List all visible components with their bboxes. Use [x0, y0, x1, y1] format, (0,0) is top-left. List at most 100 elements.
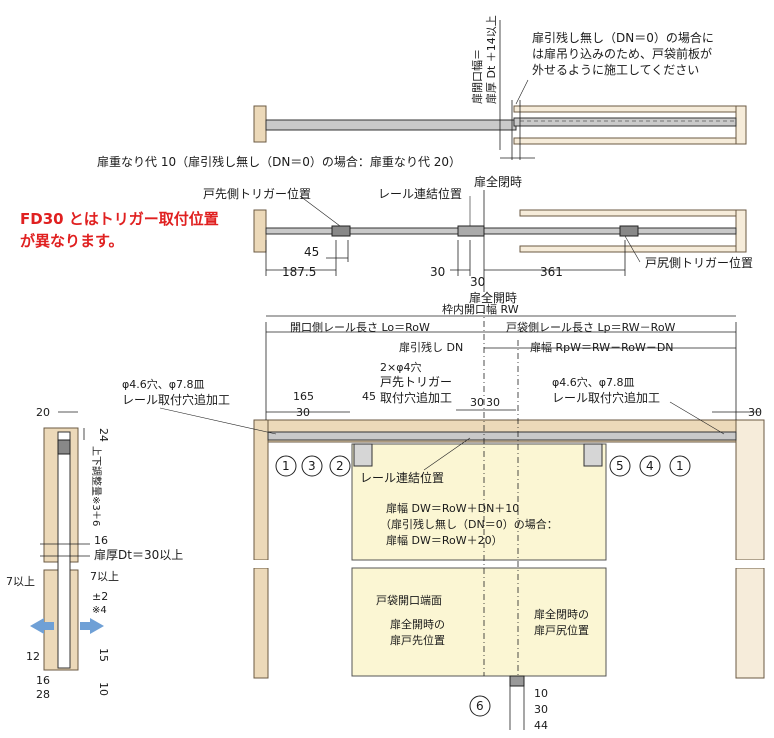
side-24: 24 — [97, 428, 110, 442]
dim-30-front: 30 — [296, 406, 310, 419]
callout-6 — [469, 695, 491, 717]
mid-pocket-back — [519, 245, 745, 253]
leader-hole-left — [159, 407, 277, 435]
dim-165: 165 — [293, 390, 314, 403]
door-formula-1: 扉幅 DW＝RoW＋DN＋10 — [386, 502, 519, 515]
side-16b: 16 — [36, 674, 50, 687]
side-10: 10 — [97, 682, 110, 696]
mid-joint — [457, 225, 485, 237]
trigger-note-1: 2×φ4穴 — [380, 360, 421, 374]
trigger-note-3: 取付穴追加工 — [380, 390, 452, 405]
label-pocket-rail: 戸袋側レール長さ Lp＝RW－RoW — [506, 320, 676, 334]
leader-hole-right — [669, 401, 725, 435]
side-20: 20 — [36, 406, 50, 419]
label-rail-joint: レール連結位置 — [378, 186, 462, 201]
callout-1-right-text: 1 — [676, 459, 684, 473]
arrow-right-shaft — [80, 622, 90, 630]
dim-bottom-10: 10 — [534, 687, 548, 700]
label-frame-width: 枠内開口幅 RW — [442, 302, 519, 316]
dim-30-b: 30 — [470, 275, 485, 289]
door-formula-2: （扉引残し無し（DN＝0）の場合： — [380, 517, 558, 531]
hole-right-2: レール取付穴追加工 — [552, 390, 660, 405]
leader-joint — [423, 437, 471, 471]
mid-rail — [265, 227, 737, 235]
right-pocket-upper — [735, 419, 765, 561]
dim-bottom-44: 44 — [534, 719, 548, 732]
top-note-line-3: 外せるように施工してください — [532, 63, 699, 77]
label-rail-joint-front: レール連結位置 — [360, 470, 444, 485]
front-open-2: 扉戸先位置 — [390, 633, 445, 647]
dim-361: 361 — [540, 265, 563, 279]
dim-45-front: 45 — [362, 390, 376, 403]
dim-30-left: 30 — [470, 396, 484, 409]
callout-4-text: 4 — [646, 459, 654, 473]
label-pocket-end: 戸袋開口端面 — [376, 593, 442, 607]
label-fully-closed: 扉全閉時 — [474, 174, 522, 189]
door-upper — [351, 443, 607, 561]
front-open-1: 扉全開時の — [390, 617, 445, 631]
door-formula-3: 扉幅 DW＝RoW＋20） — [386, 534, 503, 547]
callout-4 — [639, 455, 661, 477]
label-open-rail: 開口側レール長さ Lo＝RoW — [290, 321, 430, 334]
arrow-left-icon — [30, 618, 44, 634]
roller-right — [583, 443, 603, 467]
mid-left-jamb — [253, 209, 267, 253]
callout-5 — [609, 455, 631, 477]
dim-bottom-30: 30 — [534, 703, 548, 716]
mid-trigger-front — [331, 225, 351, 237]
dim-30-a: 30 — [430, 265, 445, 279]
callout-1-left — [275, 455, 297, 477]
top-left-jamb — [253, 105, 267, 143]
callout-3-text: 3 — [308, 459, 316, 473]
top-door-left — [265, 119, 517, 131]
side-12: 12 — [26, 650, 40, 663]
mid-trigger-rear — [619, 225, 639, 237]
roller-left — [353, 443, 373, 467]
side-pm2: ±2 — [92, 590, 108, 603]
vertical-label-b: 扉厚 Dt ＋14以上 — [485, 15, 498, 104]
top-note-leader — [515, 79, 529, 105]
callout-2 — [329, 455, 351, 477]
overlap-label: 扉重なり代 10（扉引残し無し（DN＝0）の場合：扉重なり代 20） — [97, 154, 461, 169]
label-door-width: 扉幅 RpW＝RW－RoW－DN — [530, 341, 674, 354]
top-plan-view: 扉開口幅＝ 扉厚 Dt ＋14以上 扉引残し無し（DN＝0）の場合に は扉吊り込… — [97, 15, 747, 169]
side-adjust: 上下調整量※3 — [90, 446, 103, 511]
floor-guide — [509, 675, 525, 687]
callout-1-left-text: 1 — [282, 459, 290, 473]
callout-3 — [301, 455, 323, 477]
left-post-upper — [253, 419, 269, 561]
dim-30-end: 30 — [748, 406, 762, 419]
mid-pocket-end — [735, 209, 747, 253]
right-pocket-lower — [735, 567, 765, 679]
mid-leader-rear — [624, 235, 641, 263]
rear-closed-1: 扉全閉時の — [534, 607, 589, 621]
callout-2-text: 2 — [336, 459, 344, 473]
dim-187-5: 187.5 — [282, 265, 316, 279]
side-7-right: 7以上 — [90, 570, 119, 583]
top-pocket-end — [735, 105, 747, 145]
side-adjust-b: ＋6 — [90, 510, 101, 526]
side-15: 15 — [97, 648, 110, 662]
side-28: 28 — [36, 688, 50, 701]
arrow-right-icon — [90, 618, 104, 634]
mid-pocket-front — [519, 209, 745, 217]
front-rail — [267, 431, 737, 441]
break-gap — [250, 560, 770, 568]
top-pocket-front — [513, 105, 745, 113]
callout-5-text: 5 — [616, 459, 624, 473]
rear-closed-2: 扉戸尻位置 — [534, 623, 589, 637]
left-post-lower — [253, 567, 269, 679]
trigger-note-2: 戸先トリガー — [380, 375, 452, 389]
side-section: 20 24 上下調整量※3 ＋6 16 扉厚Dt＝30以上 7以上 7以上 ±2… — [6, 406, 183, 701]
top-pocket-back — [513, 137, 745, 145]
label-dn: 扉引残し DN — [399, 340, 463, 354]
callout-1-right — [669, 455, 691, 477]
warning-line-2: が異なります。 — [20, 232, 124, 250]
label-trigger-rear: 戸尻側トリガー位置 — [645, 255, 753, 270]
side-note4: ※4 — [92, 605, 107, 616]
side-hanger — [57, 439, 71, 455]
middle-plan-view: 戸先側トリガー位置 レール連結位置 扉全閉時 戸尻側トリガー位置 45 187.… — [203, 174, 753, 305]
top-note-line-2: は扉吊り込みのため、戸袋前板が — [532, 46, 712, 61]
